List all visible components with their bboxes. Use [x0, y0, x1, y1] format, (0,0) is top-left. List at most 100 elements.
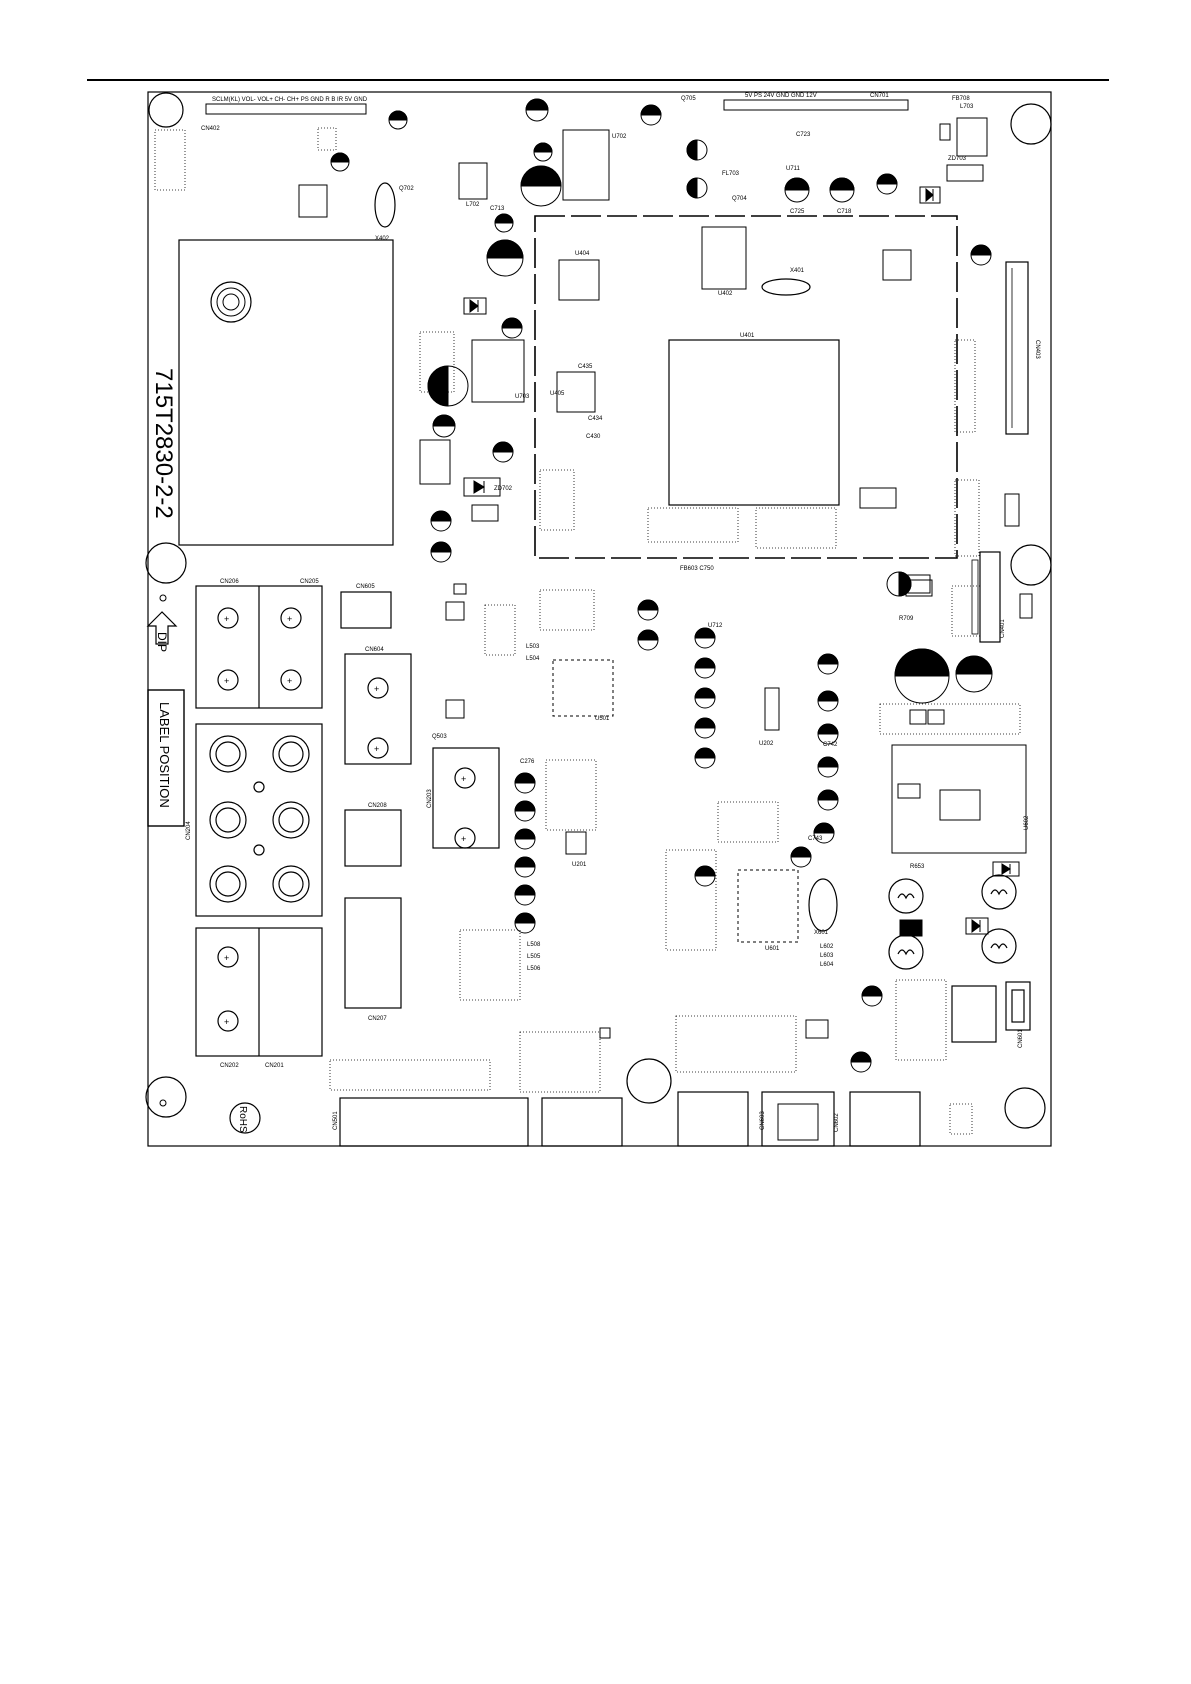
- power-header: 5V PS 24V GND GND 12V CN701: [723, 93, 909, 111]
- svg-text:Q705: Q705: [681, 96, 696, 102]
- svg-text:Q704: Q704: [732, 196, 747, 202]
- svg-text:X401: X401: [790, 268, 805, 274]
- svg-text:CN205: CN205: [300, 579, 319, 585]
- svg-text:FB603 C750: FB603 C750: [680, 566, 714, 572]
- svg-text:L702: L702: [466, 202, 480, 208]
- svg-text:L504: L504: [526, 656, 540, 662]
- board-screw-marks: [159, 594, 167, 1107]
- svg-text:U201: U201: [572, 862, 587, 868]
- svg-text:+: +: [224, 614, 229, 624]
- mounting-hole-top-left: [148, 92, 184, 128]
- svg-text:+: +: [461, 834, 466, 844]
- mounting-hole-top-right: [1010, 103, 1052, 145]
- svg-text:CN203: CN203: [427, 789, 433, 808]
- svg-text:+: +: [224, 953, 229, 963]
- crystal-x401: [761, 278, 811, 296]
- svg-text:R653: R653: [910, 864, 925, 870]
- svg-text:C434: C434: [588, 416, 603, 422]
- mounting-hole-bottom-left: [145, 1076, 187, 1118]
- svg-text:U202: U202: [759, 741, 774, 747]
- rohs-text: RoHS: [237, 1106, 248, 1133]
- svg-text:L508: L508: [527, 942, 541, 948]
- bottom-connectors: CN501 CN602 CN603: [333, 1091, 921, 1147]
- diodes: ZD702: [463, 186, 1020, 937]
- rohs-mark: RoHS: [229, 1102, 261, 1134]
- mounting-holes: [145, 92, 1052, 1129]
- small-parts: U703: [419, 123, 1033, 1039]
- keypad-header: SCLM(KL) VOL- VOL+ CH- CH+ PS GND R B IR…: [201, 97, 368, 132]
- tuner-shield: 715T2830-2-2: [150, 239, 394, 546]
- svg-text:CN402: CN402: [201, 126, 220, 132]
- svg-text:CN603: CN603: [760, 1111, 766, 1130]
- svg-text:CN604: CN604: [365, 647, 384, 653]
- svg-text:C725: C725: [790, 209, 805, 215]
- svg-text:CN605: CN605: [356, 584, 375, 590]
- svg-text:L505: L505: [527, 954, 541, 960]
- svg-text:U602: U602: [1024, 815, 1030, 830]
- svg-text:CN403: CN403: [1034, 340, 1040, 359]
- crystal-x601: [808, 878, 838, 932]
- svg-text:+: +: [224, 1017, 229, 1027]
- svg-text:L506: L506: [527, 966, 541, 972]
- svg-text:+: +: [374, 684, 379, 694]
- svg-text:FB708: FB708: [952, 96, 970, 102]
- mounting-hole-bottom-center: [626, 1058, 672, 1104]
- svg-text:U702: U702: [612, 134, 627, 140]
- mounting-hole-bottom-right: [1004, 1087, 1046, 1129]
- svg-text:ZD702: ZD702: [494, 486, 513, 492]
- power-inductors: [888, 874, 1017, 970]
- svg-text:+: +: [287, 614, 292, 624]
- capacitor-column-mid: [637, 599, 716, 769]
- svg-text:L604: L604: [820, 962, 834, 968]
- svg-text:U501: U501: [595, 716, 610, 722]
- svg-text:CN501: CN501: [333, 1111, 339, 1130]
- soc-region: U401 U404 U405 U402 X401 C434 C430 C435: [534, 215, 958, 559]
- svg-text:C743: C743: [808, 836, 823, 842]
- label-position-text: LABEL POSITION: [157, 702, 172, 808]
- electrolytic-capacitors: [330, 98, 993, 704]
- header-rule: [87, 79, 1109, 81]
- mounting-hole-mid-left: [145, 542, 187, 584]
- svg-text:C276: C276: [520, 759, 535, 765]
- svg-text:CN201: CN201: [265, 1063, 284, 1069]
- dip-label: DIP: [155, 632, 169, 652]
- top-components: U702 L702 X402 Q702 L703 FB708 ZD703 Q70…: [298, 96, 988, 242]
- svg-text:L703: L703: [960, 104, 974, 110]
- svg-text:L602: L602: [820, 944, 834, 950]
- label-position-box: LABEL POSITION: [147, 689, 185, 827]
- mounting-hole-mid-right: [1010, 544, 1052, 586]
- av-connectors-middle: CN604 + + CN203 + + CN208 CN207 CN605: [340, 584, 500, 1022]
- board-part-number: 715T2830-2-2: [150, 368, 177, 519]
- middle-chips: U501 U601 X601 U602 U202 U201 U712 FB603…: [432, 566, 1030, 972]
- svg-text:U601: U601: [765, 946, 780, 952]
- svg-text:C430: C430: [586, 434, 601, 440]
- svg-text:C742: C742: [823, 742, 838, 748]
- svg-text:+: +: [461, 774, 466, 784]
- svg-text:ZD703: ZD703: [948, 156, 967, 162]
- svg-text:C713: C713: [490, 206, 505, 212]
- lvds-connector: CN403: [1005, 261, 1040, 435]
- svg-text:CN401: CN401: [1000, 619, 1006, 638]
- svg-text:CN207: CN207: [368, 1016, 387, 1022]
- capacitor-column-right: [694, 653, 883, 1073]
- chip-u702: [562, 129, 610, 201]
- right-bottom-parts: CN601 CN401: [951, 551, 1031, 1048]
- main-soc-chip: [668, 339, 840, 506]
- svg-text:U703: U703: [515, 394, 530, 400]
- svg-text:U404: U404: [575, 251, 590, 257]
- capacitor-column-left: C276: [514, 759, 536, 934]
- svg-text:L603: L603: [820, 953, 834, 959]
- svg-text:U402: U402: [718, 291, 733, 297]
- av-connectors-left: CN206 CN205 + + + + CN204 + + CN202 CN20…: [186, 579, 323, 1069]
- svg-text:U401: U401: [740, 333, 755, 339]
- svg-text:CN602: CN602: [834, 1113, 840, 1132]
- smd-field: [154, 127, 1021, 1135]
- svg-text:C718: C718: [837, 209, 852, 215]
- svg-text:U711: U711: [786, 166, 801, 172]
- svg-text:Q702: Q702: [399, 186, 414, 192]
- svg-text:U712: U712: [708, 623, 723, 629]
- svg-text:X402: X402: [375, 236, 390, 242]
- svg-text:CN202: CN202: [220, 1063, 239, 1069]
- svg-text:R709: R709: [899, 616, 914, 622]
